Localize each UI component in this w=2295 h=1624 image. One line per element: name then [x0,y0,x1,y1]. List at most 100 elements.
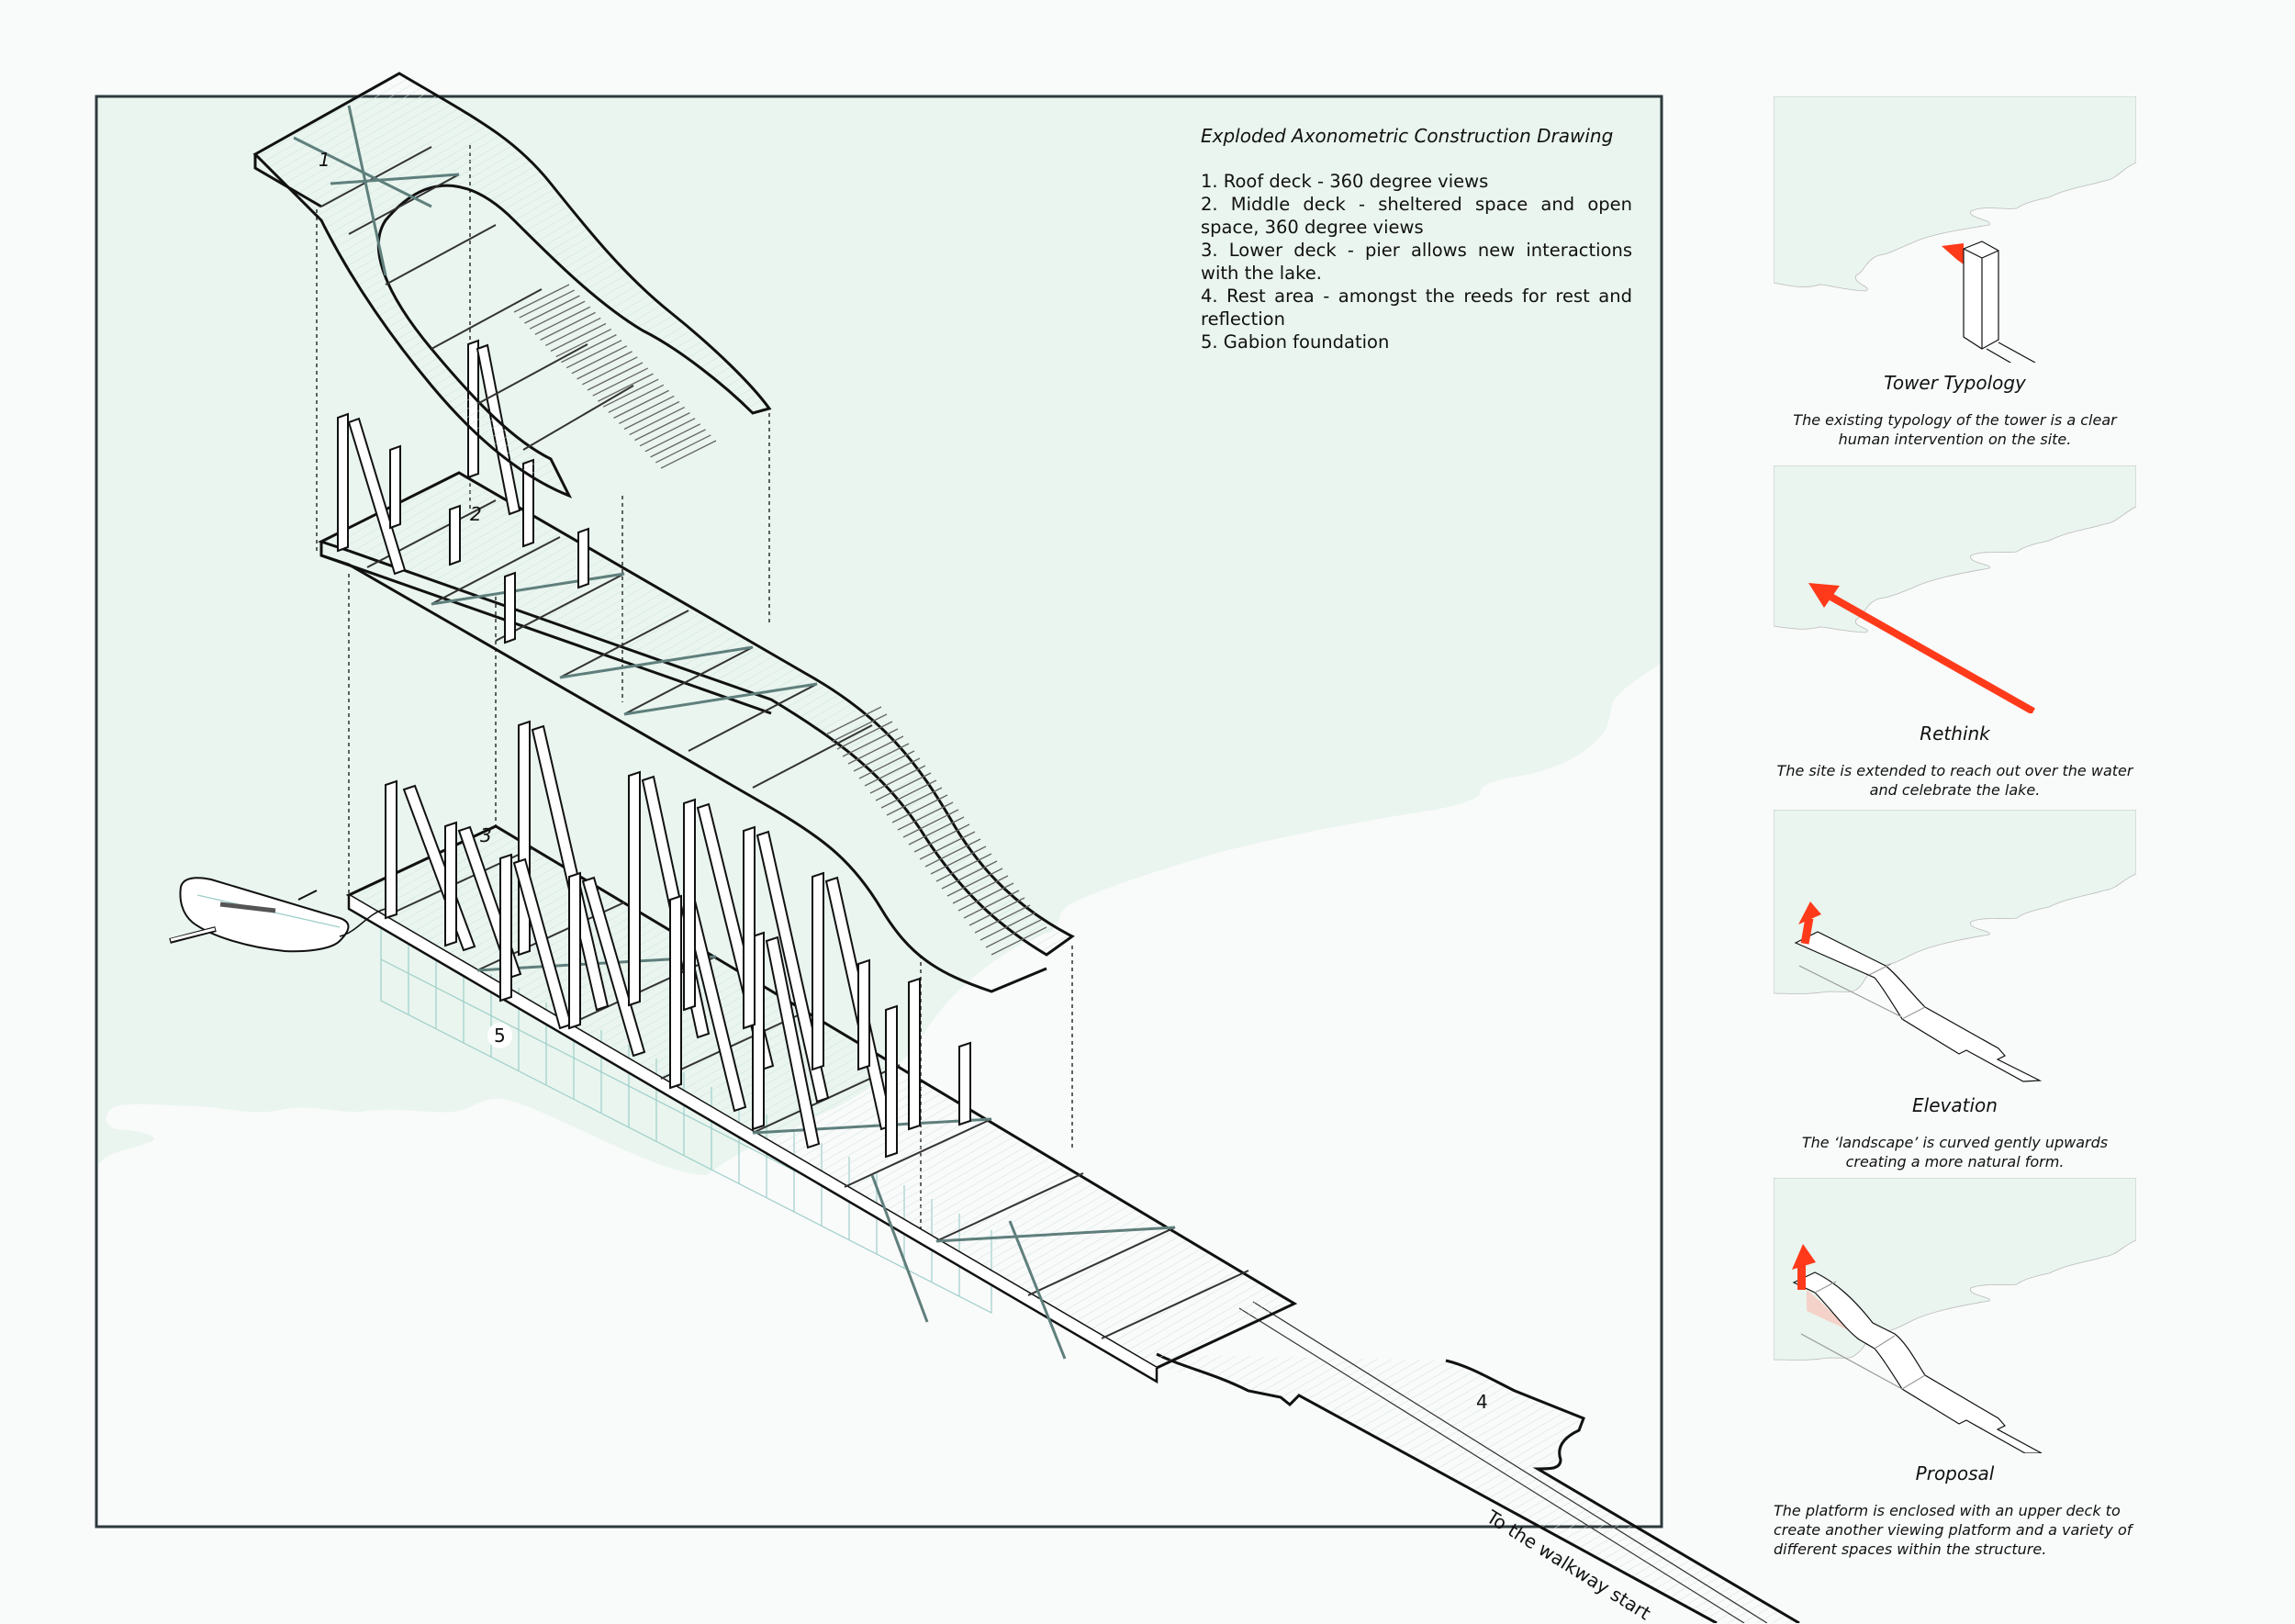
stair-tread [930,846,987,875]
structural-column [885,1004,898,1159]
stair-tread [891,794,948,823]
stair-tread [602,378,659,408]
stair-tread [985,919,1042,948]
stair-tread [581,356,638,386]
stair-tread [639,418,696,447]
rethink-diagram [1774,465,2136,713]
stair-tread [592,367,649,397]
structural-column [385,779,397,920]
stair-tread [598,373,654,402]
structural-column [765,935,821,1149]
stair-tread [836,721,893,750]
stair-tread [629,406,686,436]
panel-caption: The platform is enclosed with an upper d… [1774,1502,2133,1558]
stair-tread [858,750,915,779]
panel-title: Proposal [1915,1462,1995,1484]
roof-deck [252,72,772,498]
rowing-boat [169,877,386,953]
structural-column [449,504,461,566]
stair-tread [924,838,981,868]
structural-column [958,1041,971,1126]
panel-elevation: Elevation The ‘landscape’ is curved gent… [1774,810,2136,1171]
stair-tread [550,322,607,353]
stair-tread [555,328,612,358]
structural-column [628,770,641,1007]
panel-caption: The site is extended to reach out over t… [1776,762,2133,799]
stair-tread [919,831,976,860]
stair-tread [540,311,596,341]
stair-tread [880,779,937,809]
panel-tower-typology: Tower Typology The existing typology of … [1774,96,2136,449]
stair-tread [831,713,888,743]
stair-tread [875,772,932,801]
proposal-diagram [1774,1178,2136,1453]
structural-column [499,853,512,1002]
panel-title: Rethink [1920,722,1990,745]
callout-rest-area: 4 [1476,1391,1488,1413]
stair-tread [908,816,965,846]
stair-tread [613,389,669,419]
stair-tread [519,289,576,319]
stair-tread [650,429,706,458]
stair-tread [980,912,1036,941]
stair-tread [534,306,591,335]
stair-tread [529,300,586,330]
stair-tread [847,735,904,765]
structural-column [504,571,516,644]
stair-tread [869,765,926,794]
lower-deck-columns [385,720,971,1159]
stair-tread [644,423,701,453]
drawing-legend: Exploded Axonometric Construction Drawin… [1201,125,1632,353]
red-arrow-icon [1808,583,2035,713]
structural-column [347,417,407,576]
stair-tread [608,384,665,413]
stair-tread [853,743,910,772]
red-arrow-icon [1798,902,1821,945]
middle-deck-stairs [825,706,1047,956]
structural-column [756,830,830,1103]
red-arrow-icon [1792,1244,1816,1290]
structural-column [669,894,682,1090]
callout-lower-deck: 3 [480,824,492,846]
structural-column [337,412,349,553]
stair-tread [902,809,959,838]
callout-roof-deck: 1 [319,149,330,171]
stair-tread [524,295,580,324]
roof-deck-stairs [513,284,717,469]
structural-column [389,444,401,530]
panel-rethink: Rethink The site is extended to reach ou… [1774,465,2136,800]
callout-gabion: 5 [487,1023,512,1048]
stair-tread [660,440,717,469]
stair-tread [842,728,899,757]
panel-title: Tower Typology [1884,372,2026,394]
stair-tread [886,787,943,816]
drawing-title: Exploded Axonometric Construction Drawin… [1201,125,1614,147]
stair-tread [565,340,622,369]
structural-column [568,871,581,1030]
stair-tread [618,395,675,425]
stair-tread [571,345,628,375]
stair-tread [957,882,1014,912]
stair-tread [974,904,1031,934]
tower-typology-diagram [1774,96,2136,363]
structural-column [444,821,457,947]
structural-column [581,876,646,1058]
red-arrow-icon [1942,243,1964,264]
stair-tread [968,897,1025,926]
stair-tread [544,317,601,347]
stair-tread [935,853,992,882]
panel-proposal: Proposal The platform is enclosed with a… [1774,1178,2136,1559]
stair-tread [825,706,882,735]
panel-title: Elevation [1912,1094,1998,1116]
structural-column [743,825,756,1030]
panel-caption: The existing typology of the tower is a … [1793,411,2117,448]
legend-item-gabion: 5. Gabion foundation [1201,331,1390,353]
structural-column [857,958,870,1071]
stair-tread [897,801,954,831]
middle-deck-columns [337,339,589,644]
callout-middle-deck: 2 [470,503,482,525]
stair-tread [963,890,1020,919]
stair-tread [561,334,617,364]
stair-tread [623,400,680,431]
structural-column [577,527,589,589]
